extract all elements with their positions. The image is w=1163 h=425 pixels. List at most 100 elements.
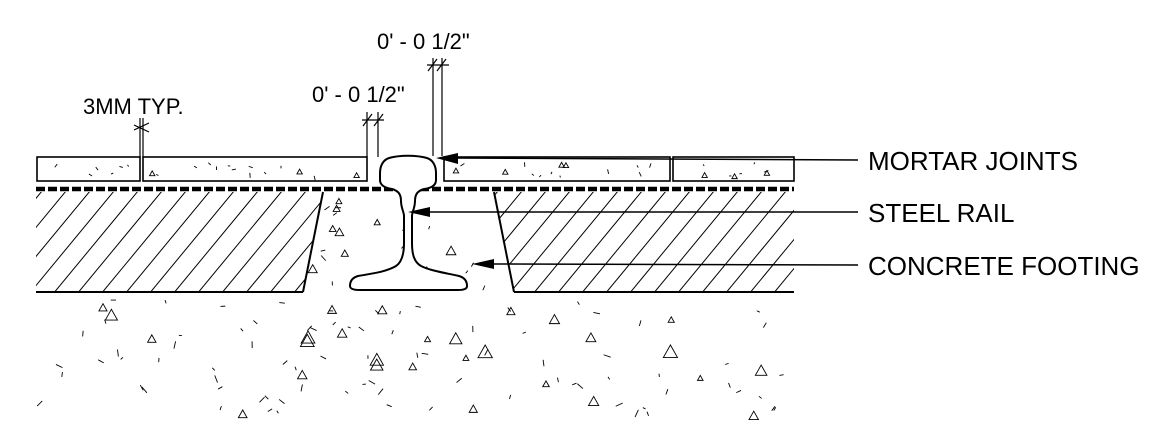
aggregate-stone: [468, 404, 479, 413]
aggregate-grain: [456, 377, 463, 383]
aggregate-stone: [763, 169, 771, 176]
hatch-line: [623, 192, 720, 292]
aggregate-grain: [465, 270, 469, 274]
aggregate-grain: [55, 364, 63, 369]
aggregate-stone: [754, 364, 768, 376]
aggregate-grain: [509, 394, 512, 400]
aggregate-stone: [148, 169, 156, 177]
aggregate-stone: [328, 224, 337, 232]
hatch-line: [494, 192, 576, 292]
aggregate-grain: [559, 175, 561, 178]
aggregate-grain: [253, 320, 258, 325]
aggregate-stone: [587, 395, 600, 406]
aggregate-grain: [263, 171, 267, 175]
aggregate-grain: [345, 390, 349, 394]
tile-gap-label: 3MM TYP.: [83, 94, 184, 119]
hatch-line: [119, 192, 216, 292]
aggregate-stone: [448, 331, 463, 345]
aggregate-grain: [607, 376, 611, 380]
aggregate-stone: [307, 263, 318, 274]
paver-tile: [443, 156, 671, 182]
aggregate-grain: [507, 307, 512, 312]
aggregate-grain: [36, 400, 43, 407]
paver-tile: [36, 156, 141, 182]
aggregate-grain: [615, 402, 623, 407]
aggregate-grain: [110, 172, 114, 175]
aggregate-grain: [460, 163, 465, 167]
aggregate-grain: [279, 302, 285, 304]
aggregate-stone: [332, 204, 341, 212]
right-joint-label: 0' - 0 1/2": [377, 29, 470, 54]
aggregate-grain: [758, 395, 762, 399]
mortar-joints-leader: [436, 153, 859, 164]
hatch-line: [0, 185, 71, 300]
aggregate-grain: [347, 326, 351, 329]
aggregate-stone: [501, 168, 509, 175]
aggregate-stone: [335, 197, 343, 205]
aggregate-grain: [173, 341, 177, 349]
aggregate-grain: [649, 163, 652, 168]
hatch-line: [0, 185, 47, 300]
aggregate-grain: [324, 205, 330, 211]
aggregate-stone: [662, 344, 679, 358]
aggregate-grain: [736, 390, 742, 394]
aggregate-stone: [340, 249, 350, 257]
aggregate-grain: [638, 320, 642, 327]
aggregate-grain: [88, 173, 93, 177]
aggregate-grain: [61, 371, 63, 377]
aggregate-grain: [756, 310, 761, 313]
aggregate-grain: [542, 359, 545, 367]
aggregate-grain: [771, 406, 776, 411]
aggregate-grain: [310, 327, 317, 331]
concrete-footing-leader: [472, 259, 859, 269]
hatch-line: [167, 192, 264, 292]
aggregate-grain: [211, 367, 216, 371]
aggregate-grain: [665, 389, 669, 395]
aggregate-stone: [296, 168, 304, 175]
left-joint-dimension: [362, 112, 384, 157]
hatch-line: [575, 192, 672, 292]
aggregate-grain: [307, 325, 313, 331]
aggregate-grain: [219, 405, 222, 411]
aggregate-grain: [779, 374, 784, 376]
aggregate-grain: [607, 169, 610, 175]
steel-rail-label: STEEL RAIL: [868, 198, 1014, 228]
aggregate-grain: [773, 406, 777, 411]
hatch-line: [503, 192, 600, 292]
aggregate-stone: [477, 344, 494, 359]
aggregate-grain: [646, 411, 650, 417]
aggregate-grain: [634, 409, 639, 418]
aggregate-grain: [762, 322, 767, 328]
aggregate-stone: [376, 304, 388, 315]
hatch-line: [36, 192, 72, 292]
aggregate-grain: [391, 329, 394, 335]
aggregate-grain: [117, 349, 119, 357]
hatch-line: [551, 192, 648, 292]
aggregate-grain: [259, 396, 265, 403]
hatch-line: [647, 192, 744, 292]
aggregate-stone: [496, 197, 508, 208]
aggregate-grain: [484, 349, 489, 356]
hatch-line: [36, 192, 120, 292]
aggregate-grain: [428, 406, 433, 411]
aggregate-grain: [282, 360, 288, 365]
paver-tile: [142, 156, 368, 182]
hatch-line: [143, 192, 240, 292]
aggregate-grain: [728, 382, 731, 388]
aggregate-stone: [104, 308, 119, 321]
aggregate-grain: [358, 326, 365, 332]
aggregate-grain: [248, 165, 253, 169]
aggregate-grain: [577, 383, 584, 389]
aggregate-grain: [231, 168, 237, 171]
aggregate-grain: [164, 299, 167, 304]
aggregate-grain: [572, 382, 577, 386]
aggregate-grain: [278, 399, 285, 404]
hatch-line: [36, 192, 48, 292]
aggregate-grain: [428, 226, 431, 230]
aggregate-grain: [267, 408, 273, 412]
aggregate-grain: [531, 173, 535, 176]
aggregate-grain: [301, 217, 302, 221]
hatch-line: [71, 192, 168, 292]
hatch-line: [695, 192, 792, 292]
aggregate-grain: [636, 165, 639, 168]
